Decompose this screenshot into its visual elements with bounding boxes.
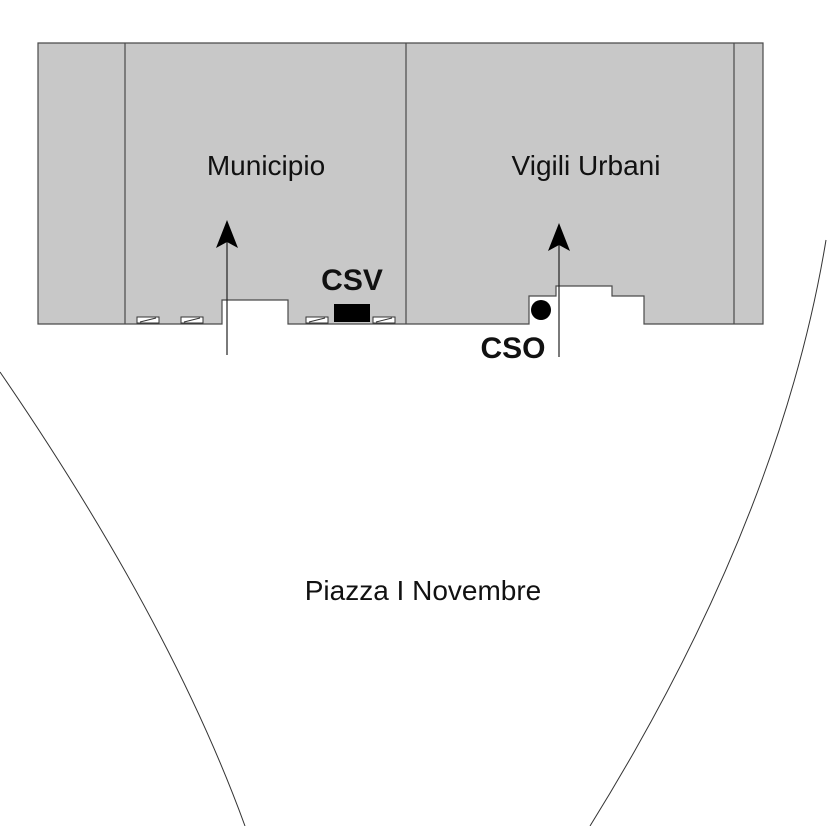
- cso-marker: [531, 300, 551, 320]
- arrowhead-icon: [548, 223, 570, 251]
- building-outline: [37, 42, 764, 325]
- window-markers: [136, 316, 396, 324]
- buildings-block: [37, 42, 764, 325]
- label-vigili-urbani: Vigili Urbani: [512, 150, 661, 181]
- label-csv: CSV: [321, 264, 383, 297]
- arrow-municipio: [216, 220, 238, 355]
- arrowhead-icon: [216, 220, 238, 248]
- window-marker: [180, 316, 204, 324]
- arrow-vigili: [548, 223, 570, 357]
- label-piazza: Piazza I Novembre: [305, 575, 542, 606]
- window-marker: [372, 316, 396, 324]
- csv-marker: [334, 304, 370, 322]
- window-marker: [305, 316, 329, 324]
- window-marker: [136, 316, 160, 324]
- piazza-right-edge: [589, 239, 827, 826]
- piazza-left-edge: [0, 371, 246, 826]
- label-cso: CSO: [480, 332, 545, 365]
- label-municipio: Municipio: [207, 150, 325, 181]
